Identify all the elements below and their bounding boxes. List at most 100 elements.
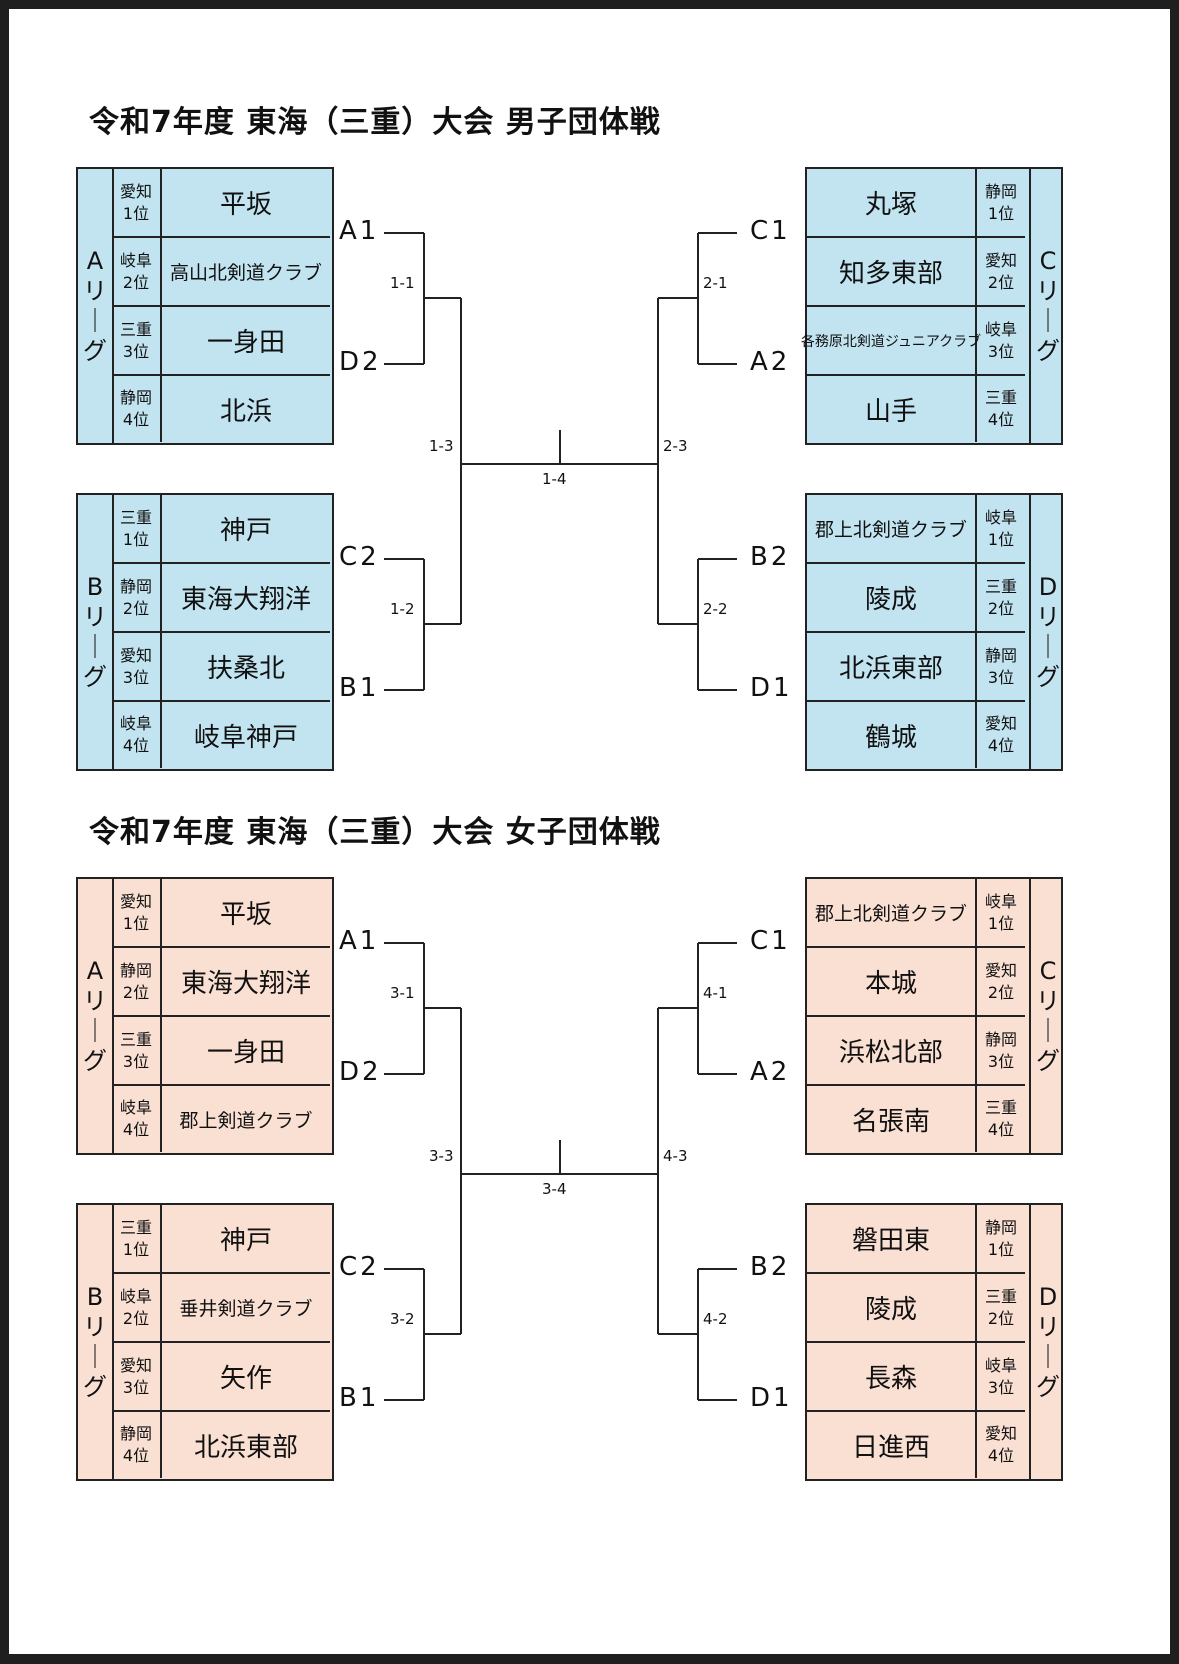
prefecture: 三重 [119,1217,152,1237]
placement: 4位 [987,736,1015,755]
slot-label-left3: C2 [339,542,380,572]
slot-label-left3: C2 [339,1252,380,1282]
league-label-char: ｜ [83,1017,107,1045]
match-label-r-semi: 2-3 [663,437,688,455]
prefecture: 静岡 [984,645,1017,665]
league-label-char: B [86,1283,104,1311]
team-name: 扶桑北 [206,654,285,684]
placement: 4位 [987,410,1015,429]
team-name: 北浜東部 [193,1432,298,1463]
team-name: 各務原北剣道ジュニアクラブ [801,307,981,374]
league-c-label: CリーグCリ｜グ [1029,879,1065,1153]
bracket-lines [384,232,737,691]
placement: 4位 [122,736,150,755]
prefecture: 三重 [984,388,1017,407]
prefecture: 静岡 [119,388,152,407]
prefecture: 静岡 [984,181,1017,201]
slot-label-right4: D1 [750,1383,793,1413]
prefecture: 三重 [119,1029,152,1049]
prefecture: 愛知 [119,645,152,665]
league-label-char: リ [83,603,107,631]
league-label-char: グ [83,1047,107,1075]
prefecture: 岐阜 [984,319,1017,339]
prefecture: 岐阜 [119,714,152,733]
prefecture: 岐阜 [984,1355,1017,1375]
slot-label-left4: B1 [339,673,380,703]
league-label-char: C [1039,247,1057,275]
team-name: 山手 [807,376,977,442]
placement: 1位 [122,913,150,933]
league-label-char: ｜ [1036,1017,1060,1045]
league-label-char: グ [1036,1047,1060,1075]
league-label-char: グ [1036,1373,1060,1401]
prefecture: 愛知 [984,714,1017,733]
league-label-char: A [86,247,104,275]
team-name: 鶴城 [807,702,977,768]
prefecture: 静岡 [119,960,152,980]
match-label-r-upper: 2-1 [703,274,728,292]
placement: 3位 [987,1051,1015,1071]
placement: 1位 [122,529,150,549]
placement: 1位 [987,1239,1015,1259]
placement: 2位 [987,598,1015,618]
league-label-char: D [1038,1283,1058,1311]
prefecture: 愛知 [119,181,152,201]
placement: 4位 [987,1446,1015,1465]
team-name: 本城 [807,948,977,1015]
placement: 2位 [122,272,150,292]
prefecture: 岐阜 [119,250,152,270]
team-name: 磐田東 [807,1205,977,1272]
league-label-char: ｜ [83,307,107,335]
prefecture: 三重 [984,1098,1017,1117]
team-name: 平坂 [219,900,272,930]
league-label-char: A [86,957,104,985]
league-label-char: リ [1036,603,1060,631]
team-name: 郡上剣道クラブ [179,1109,313,1132]
slot-label-left1: A1 [339,216,380,246]
team-name: 長森 [807,1343,977,1410]
placement: 1位 [122,203,150,223]
league-label-char: リ [83,1313,107,1341]
placement: 1位 [987,529,1015,549]
league-label-char: リ [83,277,107,305]
slot-label-right4: D1 [750,673,793,703]
team-name: 浜松北部 [807,1017,977,1084]
team-name: 神戸 [219,1226,272,1256]
team-name: 北浜 [219,396,272,427]
league-label-char: リ [1036,277,1060,305]
prefecture: 愛知 [984,960,1017,980]
league-label-char: ｜ [83,633,107,661]
team-name: 一身田 [206,328,285,358]
league-a-table: AリーグAリ｜グ愛知1位平坂静岡2位東海大翔洋三重3位一身田岐阜4位郡上剣道クラ… [76,877,334,1155]
slot-label-left2: D2 [339,347,382,377]
league-row: 山手三重 4位 [807,376,1025,442]
league-label-char: ｜ [83,1343,107,1371]
prefecture: 岐阜 [119,1286,152,1306]
